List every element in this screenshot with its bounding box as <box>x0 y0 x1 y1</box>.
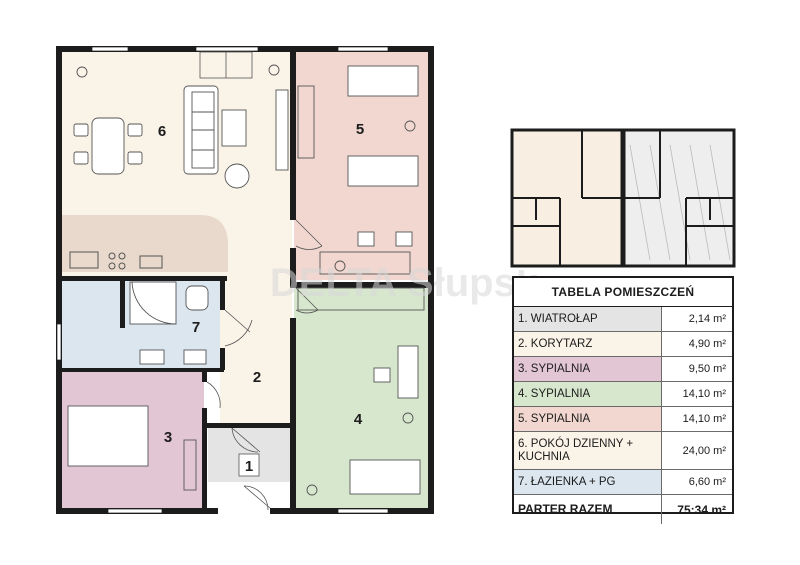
room-table-title: TABELA POMIESZCZEŃ <box>514 278 732 307</box>
appliance <box>139 255 163 269</box>
rug <box>224 163 250 189</box>
room-area: 2,14 m² <box>661 307 732 331</box>
total-area: 75:34 m² <box>661 495 732 524</box>
room-area: 4,90 m² <box>661 332 732 356</box>
bedroom-3-bed <box>67 405 197 491</box>
room-name: 7. ŁAZIENKA + PG <box>514 470 661 494</box>
room-area: 24,00 m² <box>661 432 732 469</box>
bathroom-fixtures <box>129 281 209 365</box>
room-number-1-box <box>238 453 260 477</box>
door-swings <box>206 219 323 511</box>
cooktop-burner <box>118 262 126 270</box>
room-name: 6. POKÓJ DZIENNY + KUCHNIA <box>514 432 661 469</box>
room-name: 3. SYPIALNIA <box>514 357 661 381</box>
coffee-table <box>221 109 247 147</box>
bookshelf <box>297 85 315 159</box>
room-number-4: 4 <box>354 411 363 428</box>
cooktop-burner <box>108 262 116 270</box>
room-number-5: 5 <box>356 121 364 138</box>
room-name: 4. SYPIALNIA <box>514 382 661 406</box>
total-label: PARTER RAZEM <box>518 502 613 516</box>
windows <box>56 46 389 514</box>
room-number-6: 6 <box>158 123 166 140</box>
room-number-2: 2 <box>253 369 261 386</box>
room-area: 14,10 m² <box>661 382 732 406</box>
interior-walls <box>62 52 434 508</box>
watermark: DELTA Słupsk <box>270 261 539 305</box>
room-area: 6,60 m² <box>661 470 732 494</box>
room-area: 9,50 m² <box>661 357 732 381</box>
plant-icons <box>76 64 416 496</box>
kitchen-counter <box>62 215 228 272</box>
bedroom-5-beds <box>319 65 419 275</box>
bedroom-4-furniture <box>297 287 425 495</box>
room-area: 14,10 m² <box>661 407 732 431</box>
kitchen-sink <box>69 251 99 269</box>
cooktop-burner <box>118 252 126 260</box>
room-table-total-row: PARTER RAZEM 75:34 m² <box>514 495 732 524</box>
room-name: 2. KORYTARZ <box>514 332 661 356</box>
room-2-fill <box>220 280 292 425</box>
room-number-3: 3 <box>164 429 172 446</box>
tv-unit <box>275 89 289 171</box>
key-plan <box>510 128 736 270</box>
cooktop-burner <box>108 252 116 260</box>
room-name: 5. SYPIALNIA <box>514 407 661 431</box>
room-number-7: 7 <box>192 319 200 336</box>
sofa <box>183 85 219 175</box>
room-number-1: 1 <box>245 458 253 475</box>
dining-table <box>73 117 143 175</box>
room-name: 1. WIATROŁAP <box>514 307 661 331</box>
